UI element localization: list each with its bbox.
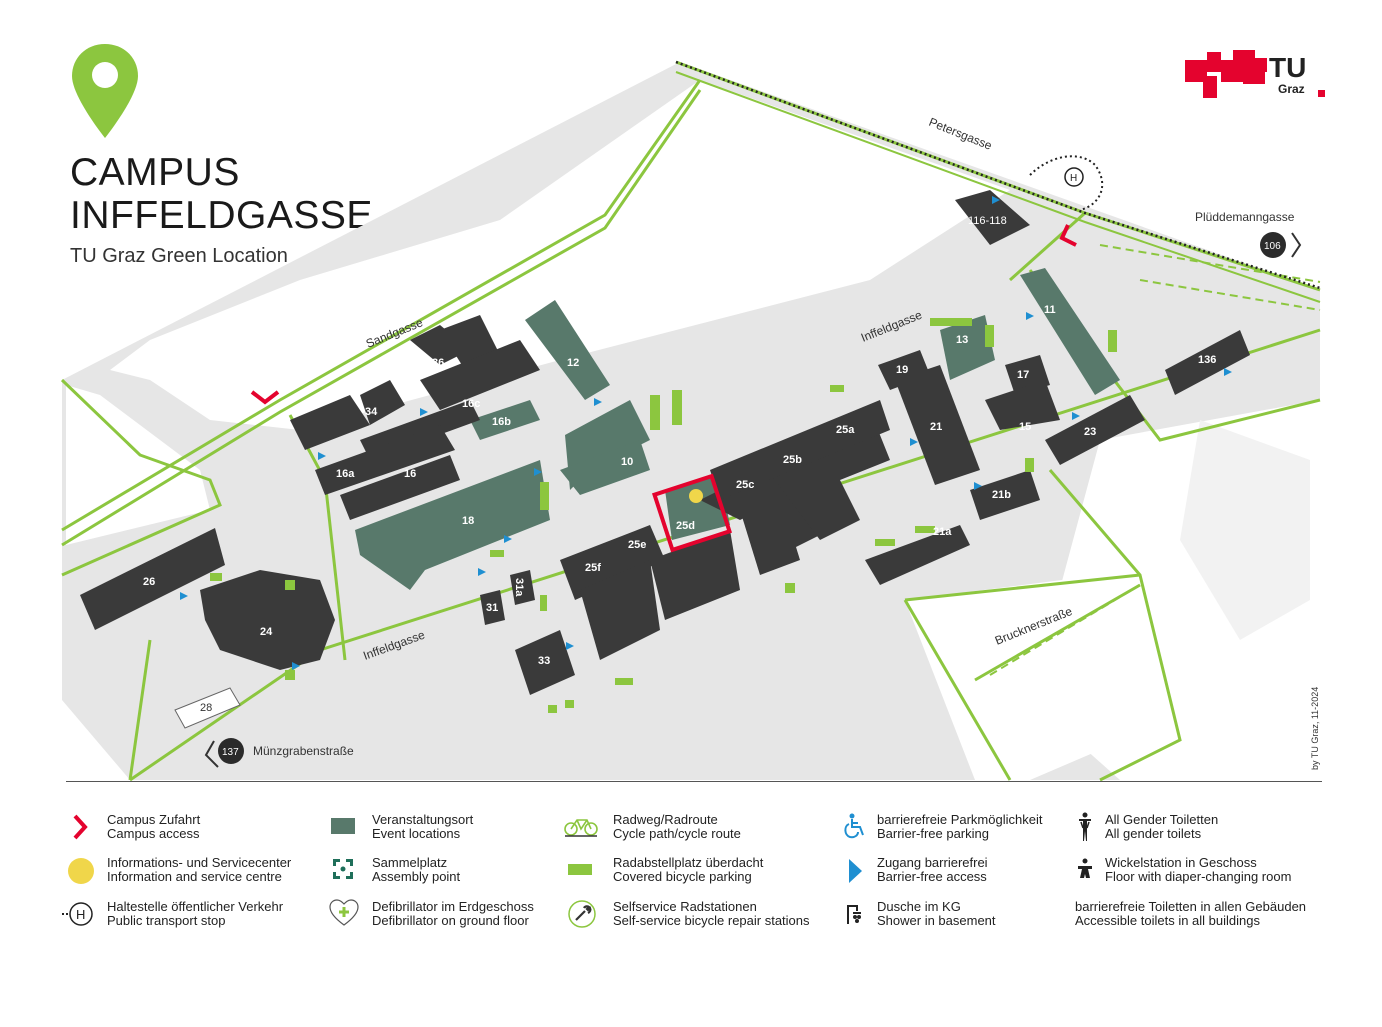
bus-stop-137-label: 137	[222, 747, 239, 758]
building-label-23: 23	[1084, 426, 1096, 438]
repair-station-icon	[568, 900, 596, 928]
diaper-change-icon	[1078, 858, 1092, 878]
dashed-paths	[989, 244, 1321, 676]
campus-access-marker-north	[1059, 224, 1077, 247]
building-label-19: 19	[896, 364, 908, 376]
tu-graz-logo: TU Graz	[1185, 48, 1325, 105]
event-buildings	[355, 268, 1120, 590]
event-location-icon	[331, 818, 355, 834]
street-label-bruckner: Brucknerstraße	[993, 604, 1075, 648]
building-label-136: 136	[1198, 354, 1216, 366]
building-label-16a: 16a	[336, 468, 355, 480]
bike-parking-icon	[568, 864, 592, 875]
svg-text:H: H	[1070, 173, 1077, 184]
building-label-25b: 25b	[783, 454, 802, 466]
building-label-28: 28	[200, 702, 212, 714]
street-label-sandgasse: Sandgasse	[364, 315, 425, 351]
building-label-11: 11	[1044, 304, 1056, 316]
defibrillator-icon	[329, 899, 359, 926]
building-label-15: 15	[1019, 421, 1031, 433]
street-label-petersgasse: Petersgasse	[927, 115, 994, 153]
building-label-34: 34	[365, 406, 378, 418]
bus-stop-137-arrow	[204, 740, 219, 768]
building-label-25a: 25a	[836, 424, 855, 436]
page-title-line2: INFFELDGASSE	[70, 194, 373, 237]
campus-access-icon	[73, 814, 88, 840]
bus-loop	[1029, 155, 1104, 211]
street-label-plueddemanngasse: Plüddemanngasse	[1195, 210, 1295, 224]
building-label-25c: 25c	[736, 479, 754, 491]
bus-stop-106-marker	[1260, 232, 1286, 258]
building-label-16: 16	[404, 468, 416, 480]
building-label-26: 26	[143, 576, 155, 588]
building-label-25d: 25d	[676, 520, 695, 532]
building-25d-highlight	[651, 473, 733, 553]
page-subtitle: TU Graz Green Location	[70, 245, 288, 267]
building-label-17: 17	[1017, 369, 1029, 381]
building-label-21: 21	[930, 421, 942, 433]
street-label-muenzgraben: Münzgrabenstraße	[253, 744, 354, 758]
campus-ground	[62, 62, 1320, 780]
bus-stop-137-marker	[218, 738, 244, 764]
cycle-path-icon	[564, 819, 598, 837]
street-label-inffeldgasse-top: Inffeldgasse	[859, 308, 924, 345]
assembly-point-icon	[333, 859, 353, 879]
barrier-free-access-icon	[849, 859, 862, 883]
building-label-13: 13	[956, 334, 968, 346]
building-label-33: 33	[538, 655, 550, 667]
building-label-18: 18	[462, 515, 474, 527]
building-label-21a: 21a	[933, 526, 952, 538]
legend-divider	[66, 781, 1322, 782]
credit-text: by TU Graz, 11-2024	[1310, 686, 1320, 770]
bike-parking-markers	[210, 318, 1117, 713]
bus-stop-106-arrow	[1291, 232, 1302, 258]
wheelchair-parking-icon	[844, 813, 864, 839]
building-label-31a: 31a	[513, 578, 525, 597]
legend-item-accessible-toilets: barrierefreie Toiletten in allen Gebäude…	[1075, 899, 1307, 928]
building-label-25f: 25f	[585, 562, 601, 574]
building-28-outline	[174, 687, 241, 729]
page-title-line1: CAMPUS	[70, 151, 240, 194]
location-pin-icon	[72, 44, 138, 138]
svg-text:H: H	[76, 907, 85, 922]
barrier-free-access-markers	[180, 196, 1232, 670]
building-label-10: 10	[621, 456, 633, 468]
shower-icon	[847, 905, 861, 924]
building-label-116: 116-118	[968, 215, 1007, 227]
building-label-31: 31	[486, 602, 498, 614]
info-centre-marker	[689, 489, 703, 503]
tu-logo-text: TU	[1269, 52, 1307, 83]
building-label-21b: 21b	[992, 489, 1011, 501]
building-label-25e: 25e	[628, 539, 646, 551]
street-label-inffeldgasse-bottom: Inffeldgasse	[361, 627, 427, 662]
all-gender-toilet-icon	[1079, 812, 1091, 841]
info-centre-icon	[68, 858, 94, 884]
building-label-16c: 16c	[462, 398, 480, 410]
bus-stop-106-label: 106	[1264, 241, 1281, 252]
building-label-16b: 16b	[492, 416, 511, 428]
campus-access-marker-west	[250, 390, 280, 405]
cycle-paths	[60, 60, 1321, 782]
transport-stop-icon: H	[62, 902, 93, 926]
graz-logo-text: Graz	[1278, 82, 1305, 96]
building-label-36: 36	[432, 357, 444, 369]
transport-stop-marker	[1064, 167, 1084, 187]
building-label-12: 12	[567, 357, 579, 369]
building-label-24: 24	[260, 626, 273, 638]
